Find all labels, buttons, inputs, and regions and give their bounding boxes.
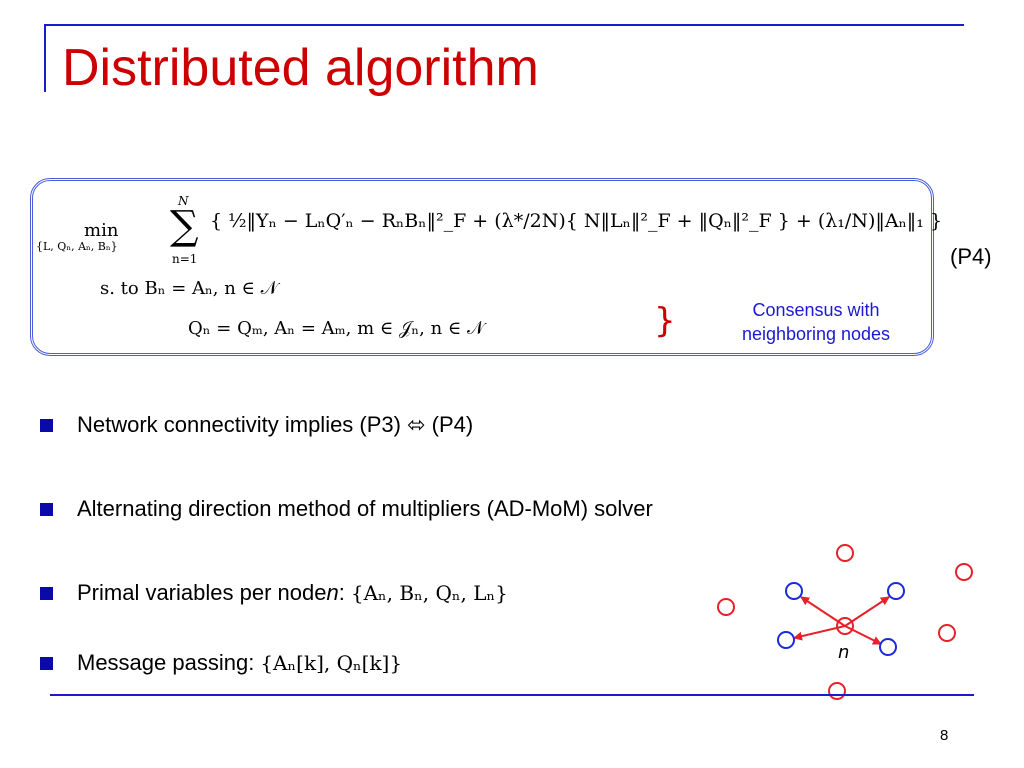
bullet-message-passing: Message passing: {Aₙ[k], Qₙ[k]} [40,650,402,676]
bullet-network-connectivity: Network connectivity implies (P3) ⬄ (P4) [40,412,473,438]
bullet-text-suffix: : [338,580,345,605]
bullet-square-icon [40,502,53,516]
consensus-brace: } [654,301,676,341]
other-node-4 [938,624,956,642]
neighbor-node-1 [785,582,803,600]
bullet-text: Primal variables per node [77,580,327,605]
formula-min: min [84,220,119,241]
slide-title: Distributed algorithm [62,39,539,97]
neighbor-node-4 [879,638,897,656]
formula-box [30,178,934,356]
neighbor-node-2 [887,582,905,600]
sum-upper-limit: N [178,194,189,208]
other-node-2 [955,563,973,581]
bullet-square-icon [40,418,53,432]
page-number: 8 [940,727,949,744]
problem-label: (P4) [950,244,992,269]
center-node-label: n [838,642,849,663]
bullet-text: Network connectivity implies (P3) ⬄ (P4) [77,412,474,437]
consensus-note: Consensus with neighboring nodes [741,300,891,345]
network-diagram: n [717,544,973,700]
formula-objective: { ½‖Yₙ − LₙQ′ₙ − RₙBₙ‖²_F + (λ*/2N){ N‖L… [210,210,943,232]
arrow-to-neighbor-4 [844,625,882,645]
other-node-3 [717,598,735,616]
center-node [836,617,854,635]
bullet-square-icon [40,656,53,670]
formula-min-subscript: {L, Qₙ, Aₙ, Bₙ} [36,240,118,253]
bullet-square-icon [40,586,53,600]
formula-constraint-1: s. to Bₙ = Aₙ, n ∈ 𝒩 [100,278,278,299]
formula-constraint-2: Qₙ = Qₘ, Aₙ = Aₘ, m ∈ 𝒥ₙ, n ∈ 𝒩 [188,318,485,339]
top-rule [44,24,964,26]
other-node-5 [828,682,846,700]
bullet-primal-variables: Primal variables per node n : {Aₙ, Bₙ, Q… [40,580,508,606]
other-node-1 [836,544,854,562]
left-rule [44,24,46,92]
node-variable: n [326,580,339,605]
bottom-rule [50,694,974,696]
neighbor-node-3 [777,631,795,649]
bullet-text: Message passing: [77,650,255,675]
primal-variables-set: {Aₙ, Bₙ, Qₙ, Lₙ} [350,581,508,605]
message-set: {Aₙ[k], Qₙ[k]} [260,651,403,675]
sum-lower-limit: n=1 [172,252,198,266]
bullet-text: Alternating direction method of multipli… [77,496,653,521]
sum-symbol: ∑ [170,203,199,249]
bullet-admom-solver: Alternating direction method of multipli… [40,496,653,522]
